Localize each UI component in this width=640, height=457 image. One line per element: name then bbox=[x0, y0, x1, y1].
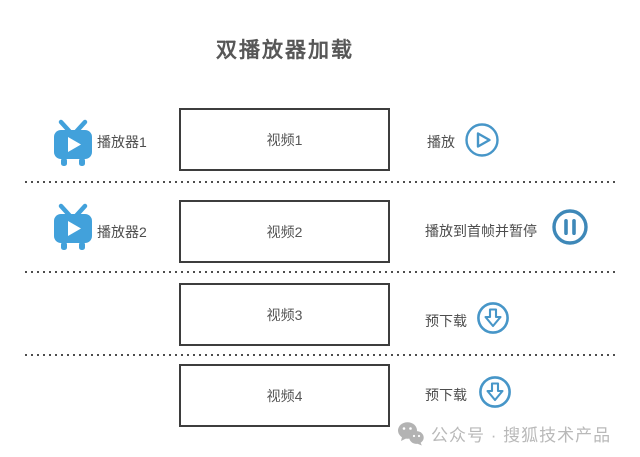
dotted-separator-2 bbox=[25, 271, 615, 274]
video-1-box: 视频1 bbox=[179, 108, 390, 171]
predownload-label: 预下载 bbox=[425, 313, 467, 329]
download-circle-icon bbox=[477, 302, 509, 334]
predownload-label: 预下载 bbox=[425, 387, 467, 403]
watermark-text: 公众号 · 搜狐技术产品 bbox=[431, 426, 612, 445]
tv-play-icon bbox=[54, 119, 92, 166]
play-to-first-frame-label: 播放到首帧并暂停 bbox=[425, 223, 537, 239]
video-4-box: 视频4 bbox=[179, 364, 390, 427]
video-3-label: 视频3 bbox=[266, 306, 303, 323]
watermark: 公众号 · 搜狐技术产品 bbox=[397, 421, 611, 446]
pause-circle-icon bbox=[552, 209, 588, 245]
player-2-label: 播放器2 bbox=[97, 224, 147, 240]
tv-play-icon bbox=[54, 203, 92, 250]
video-2-box: 视频2 bbox=[179, 200, 390, 263]
page-title: 双播放器加载 bbox=[216, 39, 354, 62]
dotted-separator-1 bbox=[25, 181, 615, 184]
dotted-separator-3 bbox=[25, 354, 615, 357]
video-3-box: 视频3 bbox=[179, 283, 390, 346]
video-2-label: 视频2 bbox=[266, 223, 303, 240]
wechat-icon bbox=[398, 422, 424, 446]
video-4-label: 视频4 bbox=[266, 387, 303, 404]
download-circle-icon bbox=[479, 376, 511, 408]
play-action-label: 播放 bbox=[427, 134, 455, 150]
player-1-label: 播放器1 bbox=[97, 134, 147, 150]
play-circle-icon bbox=[465, 123, 499, 157]
video-1-label: 视频1 bbox=[266, 131, 303, 148]
